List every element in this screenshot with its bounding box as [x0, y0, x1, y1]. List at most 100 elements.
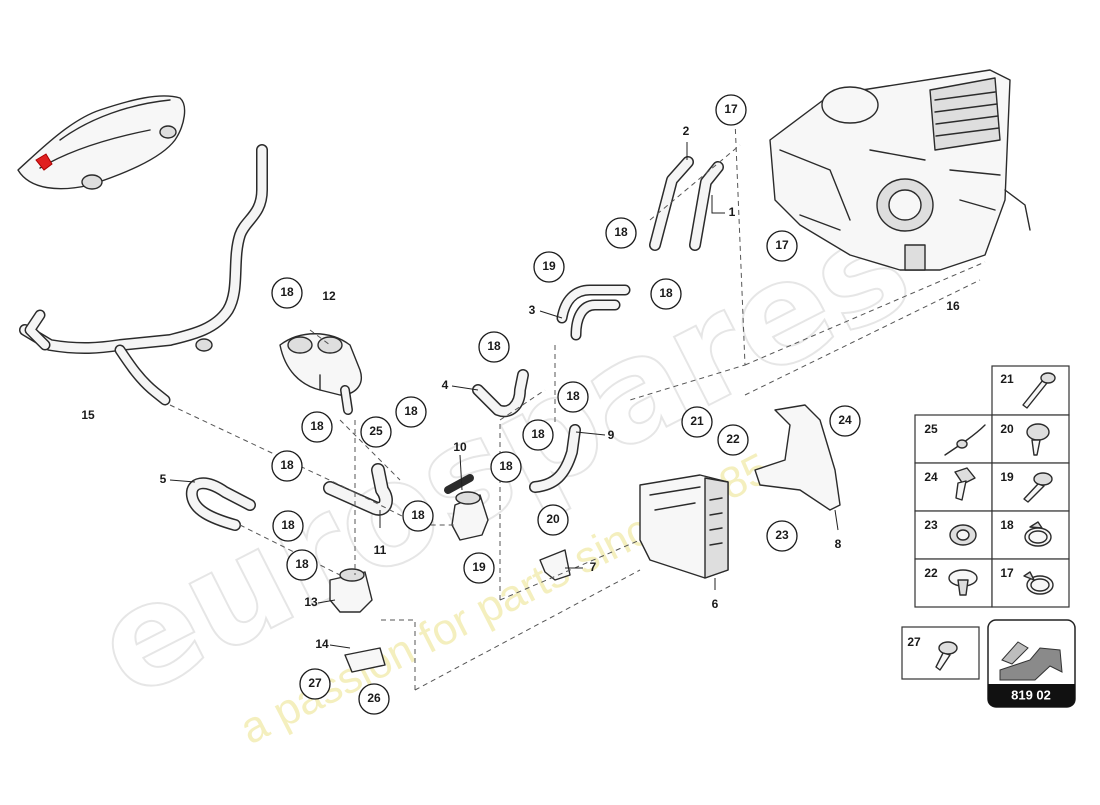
callout-label: 18	[280, 458, 294, 472]
fastener-cell-22: 22	[924, 566, 978, 596]
callout-1: 1	[729, 205, 736, 219]
callout-18: 18	[272, 510, 304, 542]
callout-label: 8	[835, 537, 842, 551]
flange-screw-icon	[1026, 423, 1050, 456]
callout-12: 12	[322, 289, 336, 303]
callout-label: 18	[499, 459, 513, 473]
callout-label: 18	[411, 508, 425, 522]
callout-label: 1	[729, 205, 736, 219]
callout-27: 27	[299, 668, 331, 700]
callout-label: 19	[472, 560, 486, 574]
part-4-hose	[472, 369, 529, 418]
callout-label: 25	[369, 424, 383, 438]
callout-label: 18	[566, 389, 580, 403]
fastener-label: 23	[924, 518, 938, 532]
callout-8: 8	[835, 537, 842, 551]
callout-18: 18	[271, 450, 303, 482]
part-12-coolant-manifold	[279, 333, 362, 415]
callout-label: 12	[322, 289, 336, 303]
extra-item-label: 27	[907, 635, 921, 649]
fastener-cell-18: 18	[1000, 518, 1052, 547]
callout-label: 26	[367, 691, 381, 705]
callout-4: 4	[442, 378, 449, 392]
callout-label: 3	[529, 303, 536, 317]
callout-label: 10	[453, 440, 467, 454]
bolt-icon	[1022, 372, 1056, 409]
hex-screw-icon	[954, 467, 976, 501]
fastener-label: 25	[924, 422, 938, 436]
part-7-bracket	[539, 549, 571, 581]
part-2-hose	[649, 156, 694, 251]
callout-19: 19	[533, 251, 565, 283]
callout-label: 18	[295, 557, 309, 571]
callout-14: 14	[315, 637, 329, 651]
callout-label: 16	[946, 299, 960, 313]
hose-clamp-icon	[1024, 521, 1052, 547]
callout-2: 2	[683, 124, 690, 138]
fastener-cell-24: 24	[924, 467, 976, 501]
fastener-label: 18	[1000, 518, 1014, 532]
part-11-hose	[323, 463, 393, 516]
fastener-cell-25: 25	[924, 422, 986, 456]
callout-label: 18	[404, 404, 418, 418]
callout-label: 18	[281, 518, 295, 532]
callout-5: 5	[160, 472, 167, 486]
part-14-clip	[344, 647, 386, 673]
callout-18: 18	[650, 278, 682, 310]
callout-18: 18	[301, 411, 333, 443]
part-6-control-unit	[639, 474, 729, 579]
callout-label: 4	[442, 378, 449, 392]
fastener-label: 21	[1000, 372, 1014, 386]
guide-lines	[169, 119, 986, 691]
callout-18: 18	[557, 381, 589, 413]
callout-label: 17	[724, 102, 738, 116]
callout-21: 21	[681, 406, 713, 438]
fastener-label: 17	[1000, 566, 1014, 580]
callout-24: 24	[829, 405, 861, 437]
callout-18: 18	[605, 217, 637, 249]
screw-icon	[935, 641, 958, 671]
cable-tie-icon	[944, 424, 986, 456]
part-10-valve	[444, 474, 489, 541]
callout-label: 18	[614, 225, 628, 239]
callout-label: 5	[160, 472, 167, 486]
part-15-coolant-pipe	[19, 144, 268, 406]
callout-label: 17	[775, 238, 789, 252]
arrow-icon	[999, 641, 1063, 681]
callout-label: 20	[546, 512, 560, 526]
fastener-cell-19: 19	[1000, 470, 1053, 503]
part-1-hose	[689, 161, 724, 251]
callout-20: 20	[537, 504, 569, 536]
callout-label: 22	[726, 432, 740, 446]
callout-22: 22	[717, 424, 749, 456]
callout-label: 7	[590, 560, 597, 574]
callout-25: 25	[360, 416, 392, 448]
callout-label: 18	[280, 285, 294, 299]
part-8-bracket	[754, 404, 841, 511]
callout-7: 7	[590, 560, 597, 574]
fastener-table: 21 25 20 24	[914, 365, 1070, 608]
callout-18: 18	[271, 277, 303, 309]
callout-label: 9	[608, 428, 615, 442]
fastener-label: 24	[924, 470, 938, 484]
car-thumbnail	[17, 95, 186, 190]
callout-label: 18	[310, 419, 324, 433]
callout-18: 18	[395, 396, 427, 428]
screw-icon	[1023, 472, 1053, 503]
callout-label: 19	[542, 259, 556, 273]
drawing-number-box: 819 02	[987, 619, 1076, 708]
callout-17: 17	[715, 94, 747, 126]
callout-18: 18	[490, 451, 522, 483]
callout-15: 15	[81, 408, 95, 422]
callout-label: 21	[690, 414, 704, 428]
callout-label: 18	[659, 286, 673, 300]
part-16-hvac-unit	[769, 69, 1031, 271]
part-3-twin-pipe	[556, 284, 631, 341]
callout-18: 18	[522, 419, 554, 451]
callout-10: 10	[453, 440, 467, 454]
callout-label: 13	[304, 595, 318, 609]
callout-18: 18	[286, 549, 318, 581]
callout-18: 18	[402, 500, 434, 532]
callout-label: 11	[374, 543, 387, 557]
fastener-label: 20	[1000, 422, 1014, 436]
